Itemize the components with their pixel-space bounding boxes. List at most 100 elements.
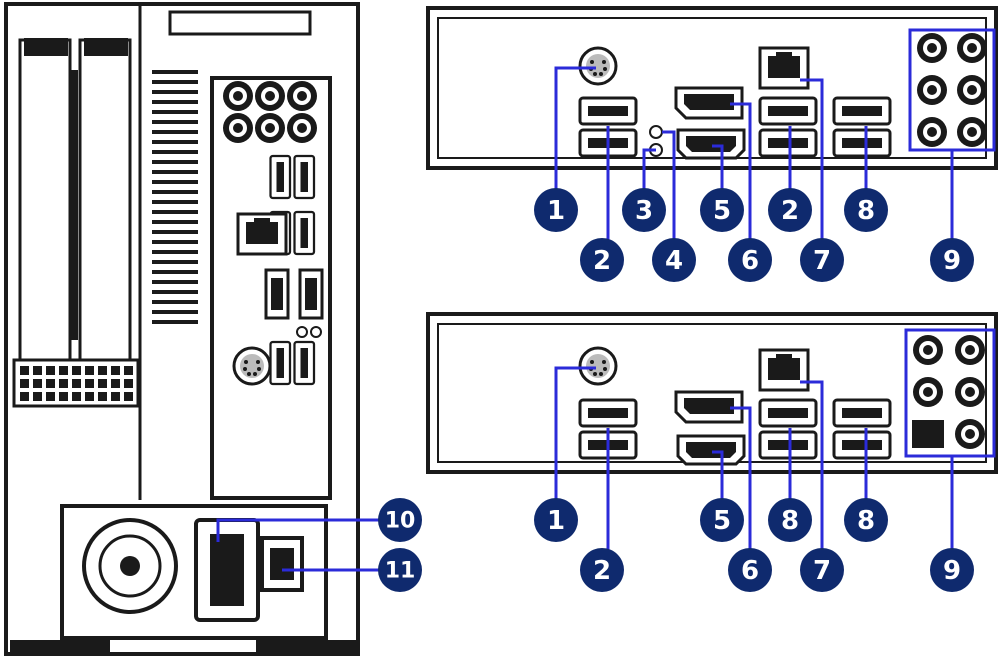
vent-slot [152, 140, 198, 144]
vent-slot [152, 310, 198, 314]
vent-slot [152, 290, 198, 294]
vent-slot [152, 150, 198, 154]
vent-hole [72, 379, 81, 388]
vent-slot [152, 230, 198, 234]
tower-rear-view [4, 2, 360, 656]
vent-slot [152, 100, 198, 104]
vent-hole [72, 392, 81, 401]
vent-slot [152, 190, 198, 194]
callout-1-top: 1 [534, 188, 578, 232]
callout-11-label: 11 [385, 559, 416, 584]
vent-slot [152, 130, 198, 134]
callout-3-top: 3 [622, 188, 666, 232]
vent-hole [111, 379, 120, 388]
callout-7-label: 7 [813, 556, 831, 586]
vent-hole [111, 366, 120, 375]
callout-2-top-left: 2 [580, 238, 624, 282]
vent-hole [33, 379, 42, 388]
callout-1-label: 1 [547, 196, 565, 226]
callout-2-bottom: 2 [580, 548, 624, 592]
bottom-vent-grid [12, 358, 140, 408]
callout-3-label: 3 [635, 196, 653, 226]
vent-hole [46, 379, 55, 388]
callout-9-label: 9 [943, 556, 961, 586]
vent-hole [98, 392, 107, 401]
vent-hole [72, 366, 81, 375]
vent-slot [152, 240, 198, 244]
vent-slot [152, 280, 198, 284]
vent-slot [152, 260, 198, 264]
callout-10-psu: 10 [378, 498, 422, 542]
callout-8-bottom-right: 8 [844, 498, 888, 542]
psu-section [10, 504, 356, 656]
callout-10-label: 10 [385, 509, 416, 534]
vent-slot [152, 160, 198, 164]
vent-slot [152, 270, 198, 274]
vent-hole [111, 392, 120, 401]
vent-hole [20, 366, 29, 375]
callout-9-bottom: 9 [930, 548, 974, 592]
expansion-slots [18, 38, 132, 372]
vent-hole [85, 366, 94, 375]
vent-hole [46, 392, 55, 401]
vent-slot [152, 210, 198, 214]
callout-7-top: 7 [800, 238, 844, 282]
vent-hole [85, 379, 94, 388]
vent-slot [152, 110, 198, 114]
callout-2-label: 2 [593, 556, 611, 586]
vent-hole [59, 379, 68, 388]
callout-8-label: 8 [781, 506, 799, 536]
callout-1-label: 1 [547, 506, 565, 536]
vent-slot [152, 300, 198, 304]
rear-panel-top [426, 6, 998, 170]
callout-6-top: 6 [728, 238, 772, 282]
vent-slot [152, 90, 198, 94]
rear-panel-bottom [426, 312, 998, 474]
callout-5-top: 5 [700, 188, 744, 232]
vent-hole [59, 392, 68, 401]
callout-1-bottom: 1 [534, 498, 578, 542]
vent-hole [20, 379, 29, 388]
vent-hole [124, 392, 133, 401]
callout-5-label: 5 [713, 196, 731, 226]
vent-slot [152, 120, 198, 124]
callout-2-top-right: 2 [768, 188, 812, 232]
callout-6-label: 6 [741, 246, 759, 276]
callouts: 1 2 3 4 5 6 2 7 8 9 1 2 5 6 8 7 8 9 10 1… [378, 188, 974, 592]
vent-hole [124, 366, 133, 375]
vent-slot [152, 80, 198, 84]
vent-slot [152, 170, 198, 174]
vent-slot [152, 320, 198, 324]
callout-5-label: 5 [713, 506, 731, 536]
vent-slot [152, 180, 198, 184]
vent-hole [20, 392, 29, 401]
tower-io-panel [210, 76, 332, 500]
vent-slot [152, 220, 198, 224]
vent-slot [152, 250, 198, 254]
callout-8-bottom-left: 8 [768, 498, 812, 542]
callout-6-bottom: 6 [728, 548, 772, 592]
vent-hole [98, 366, 107, 375]
vent-hole [33, 392, 42, 401]
callout-4-top: 4 [652, 238, 696, 282]
callout-6-label: 6 [741, 556, 759, 586]
callout-8-label: 8 [857, 506, 875, 536]
vent-hole [46, 366, 55, 375]
vent-hole [98, 379, 107, 388]
vent-slot [152, 70, 198, 74]
callout-5-bottom: 5 [700, 498, 744, 542]
callout-9-top: 9 [930, 238, 974, 282]
callout-8-label: 8 [857, 196, 875, 226]
leader-lines [216, 66, 954, 572]
callout-11-psu: 11 [378, 548, 422, 592]
vent-hole [59, 366, 68, 375]
callout-8-top: 8 [844, 188, 888, 232]
callout-9-label: 9 [943, 246, 961, 276]
callout-2-label: 2 [781, 196, 799, 226]
vent-grille [152, 70, 198, 324]
vent-hole [124, 379, 133, 388]
callout-7-bottom: 7 [800, 548, 844, 592]
callout-2-label: 2 [593, 246, 611, 276]
vent-slot [152, 200, 198, 204]
